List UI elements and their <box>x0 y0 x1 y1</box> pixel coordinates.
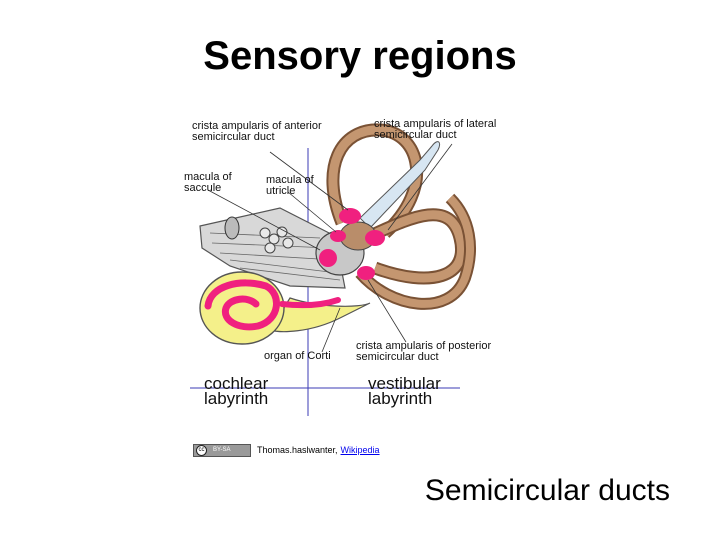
slide-subtitle: Semicircular ducts <box>424 474 670 507</box>
credit-source-link[interactable]: Wikipedia <box>340 445 380 455</box>
label-macula-utricle: macula of utricle <box>266 174 314 197</box>
sensory-regions <box>319 208 385 280</box>
crista-posterior-mark <box>357 266 375 280</box>
label-crista-lateral: crista ampularis of lateral semicircular… <box>374 118 497 141</box>
label-macula-saccule: macula of saccule <box>184 171 232 194</box>
crista-lateral-mark <box>365 230 385 246</box>
cc-license-badge[interactable]: cc BY-SA <box>193 443 251 457</box>
macula-saccule-mark <box>319 249 337 267</box>
slide-title: Sensory regions <box>203 34 517 78</box>
label-vestibular-labyrinth: vestibular labyrinth <box>368 374 441 408</box>
vestibulocochlear-nerve <box>199 207 346 289</box>
leader-lines <box>207 143 453 353</box>
label-organ-of-corti: organ of Corti <box>264 350 331 362</box>
license-badge-text: BY-SA <box>213 447 231 453</box>
macula-utricle-mark <box>330 230 346 242</box>
cc-icon: cc <box>196 444 207 456</box>
label-crista-posterior: crista ampularis of posterior semicircul… <box>356 340 492 363</box>
image-credit: cc BY-SA Thomas.haslwanter, Wikipedia <box>193 443 380 457</box>
label-cochlear-labyrinth: cochlear labyrinth <box>204 374 269 408</box>
crista-anterior-mark <box>339 208 361 224</box>
label-crista-anterior: crista ampularis of anterior semicircula… <box>192 120 322 143</box>
semicircular-ducts <box>326 123 476 310</box>
cochlea <box>199 271 371 345</box>
credit-author: Thomas.haslwanter, <box>257 445 338 455</box>
inner-ear-illustration <box>190 123 476 416</box>
inner-ear-diagram: crista ampularis of anterior semicircula… <box>170 108 530 428</box>
